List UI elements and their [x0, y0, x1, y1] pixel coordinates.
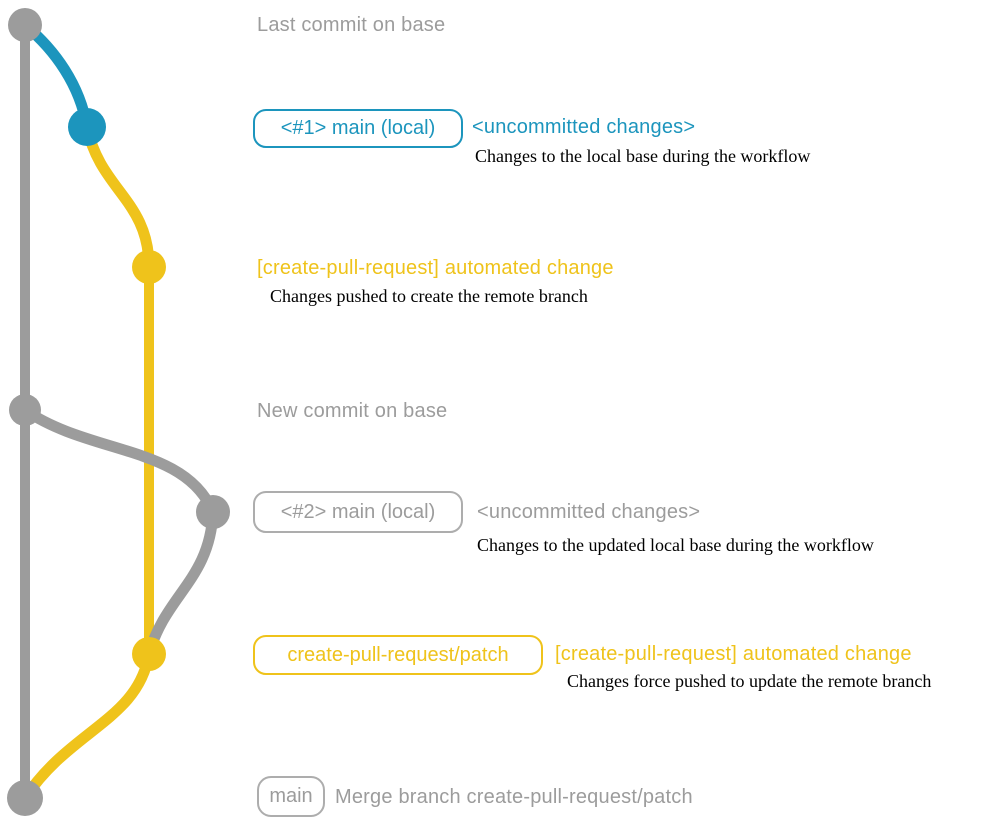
push-branch-edge	[81, 121, 155, 273]
new-commit-heading: New commit on base	[257, 400, 448, 422]
branch1-label-badge: <#1> main (local)	[253, 109, 463, 148]
branch2-status-text: <uncommitted changes>	[477, 501, 701, 523]
push2-title: [create-pull-request] automated change	[555, 643, 912, 665]
push2-description: Changes force pushed to update the remot…	[567, 671, 932, 692]
commit-node-automated-2	[132, 637, 166, 671]
branch1-status-text: <uncommitted changes>	[472, 116, 696, 138]
push1-title: [create-pull-request] automated change	[257, 257, 614, 279]
main-branch-badge: main	[257, 776, 325, 817]
branch2-label-text: <#2> main (local)	[280, 500, 436, 523]
merge-message-text: Merge branch create-pull-request/patch	[335, 786, 693, 808]
branch1-label-text: <#1> main (local)	[280, 117, 436, 139]
push1-description: Changes pushed to create the remote bran…	[270, 286, 588, 307]
main-branch-label-text: main	[269, 785, 313, 807]
branch2-description: Changes to the updated local base during…	[477, 535, 874, 556]
force-push-edge	[143, 506, 219, 660]
commit-node-local-2	[196, 495, 230, 529]
local-change-2-edge	[19, 404, 219, 518]
commit-node-merge	[7, 780, 43, 816]
branch2-label-badge: <#2> main (local)	[253, 491, 463, 533]
commit-node-new-base	[9, 394, 41, 426]
commit-node-last-base	[8, 8, 42, 42]
commit-node-local-1	[68, 108, 106, 146]
commit-node-automated-1	[132, 250, 166, 284]
branch1-description: Changes to the local base during the wor…	[475, 146, 811, 167]
patch-branch-label-text: create-pull-request/patch	[287, 643, 509, 666]
last-commit-heading: Last commit on base	[257, 14, 446, 36]
patch-branch-badge: create-pull-request/patch	[253, 635, 543, 675]
merge-edge	[19, 648, 155, 804]
